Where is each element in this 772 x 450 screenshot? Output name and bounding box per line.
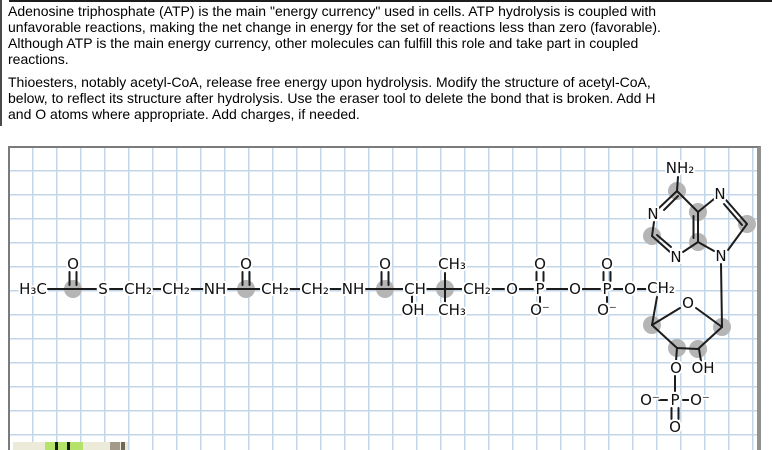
active-tool-button[interactable] [45, 442, 83, 450]
instruction-line: below, to reflect its structure after hy… [8, 90, 656, 106]
atom-label[interactable]: S [96, 278, 110, 300]
atom-label[interactable]: N [668, 246, 683, 268]
atom-label[interactable]: O [504, 278, 520, 300]
atom-label[interactable]: NH [202, 278, 229, 300]
atom-label[interactable]: O [667, 416, 683, 438]
bond-line[interactable] [663, 195, 679, 211]
intro-line: Although ATP is the main energy currency… [8, 35, 639, 51]
atom-label[interactable]: CH₃ [436, 299, 468, 321]
instruction-line: and O atoms where appropriate. Add charg… [8, 106, 360, 122]
atom-label[interactable]: O [567, 278, 583, 300]
bond-line[interactable] [651, 324, 678, 349]
atom-label[interactable]: OH [399, 299, 426, 321]
bond-line[interactable] [651, 296, 658, 326]
toolbar-gray-button[interactable] [110, 442, 120, 450]
atom-label[interactable]: O [680, 292, 696, 314]
atom-label[interactable]: N [713, 245, 728, 267]
atom-label[interactable]: H₃C [17, 278, 49, 300]
bond-line[interactable] [727, 223, 748, 251]
bond-line[interactable] [651, 221, 655, 237]
bond-line[interactable] [698, 348, 702, 362]
atom-label[interactable]: CH [402, 278, 428, 300]
atom-label[interactable]: CH₂ [122, 278, 154, 300]
bond-line[interactable] [658, 190, 678, 209]
atom-label[interactable]: P [533, 278, 546, 300]
atom-label[interactable]: NH [340, 278, 367, 300]
instruction-line: Thioesters, notably acetyl-CoA, release … [8, 74, 651, 90]
bond-line[interactable] [723, 203, 743, 226]
atom-label[interactable]: CH₂ [645, 277, 677, 299]
atom-label[interactable]: P [600, 278, 613, 300]
atom-label[interactable]: O [238, 253, 254, 275]
atom-label[interactable]: O⁻ [595, 299, 619, 321]
tool-icon-fragment [67, 442, 70, 450]
bond-line[interactable] [720, 263, 723, 328]
atom-label[interactable]: O [65, 253, 81, 275]
toolbar-fragment [13, 442, 128, 450]
atom-label[interactable]: O [599, 253, 615, 275]
bond-line[interactable] [651, 235, 671, 253]
atom-label[interactable]: CH₃ [436, 253, 468, 275]
atom-label[interactable]: CH₂ [259, 278, 291, 300]
bond-line[interactable] [676, 190, 699, 213]
atom-label[interactable]: O [622, 278, 638, 300]
atom-label[interactable]: N [712, 183, 727, 205]
bond-line[interactable] [682, 241, 699, 253]
bond-line[interactable] [651, 307, 681, 326]
intro-line: Adenosine triphosphate (ATP) is the main… [8, 3, 657, 19]
atom-label[interactable]: P [668, 389, 681, 411]
bond-line[interactable] [725, 199, 748, 225]
atom-label[interactable]: N [645, 203, 660, 225]
intro-line: reactions. [8, 51, 69, 67]
atom-label[interactable]: NH₂ [664, 157, 697, 179]
bond-line[interactable] [697, 241, 715, 252]
atom-label[interactable]: O [377, 253, 393, 275]
tool-icon-fragment [55, 442, 58, 450]
atom-label[interactable]: CH₂ [461, 278, 493, 300]
instruction-paragraph: Thioesters, notably acetyl-CoA, release … [8, 74, 768, 122]
atom-label[interactable]: O⁻ [528, 299, 552, 321]
atom-label[interactable]: CH₂ [299, 278, 331, 300]
toolbar-divider [121, 442, 125, 450]
bond-line[interactable] [695, 307, 723, 328]
bond-line[interactable] [697, 198, 715, 213]
intro-line: unfavorable reactions, making the net ch… [8, 19, 661, 35]
page-left-border [0, 0, 2, 126]
atom-label[interactable]: O [532, 253, 548, 275]
atom-label[interactable]: O [668, 357, 684, 379]
atom-label[interactable]: OH [689, 357, 716, 379]
atom-label[interactable]: O⁻ [638, 389, 662, 411]
page-top-border [9, 0, 772, 2]
intro-paragraph: Adenosine triphosphate (ATP) is the main… [8, 3, 768, 67]
bond-line[interactable] [676, 347, 699, 350]
bond-line[interactable] [676, 176, 679, 192]
bond-line[interactable] [656, 234, 672, 248]
atom-label[interactable]: O⁻ [688, 389, 712, 411]
bond-line[interactable] [697, 326, 723, 350]
bond-line[interactable] [675, 347, 678, 362]
atom-label[interactable]: CH₂ [160, 278, 192, 300]
